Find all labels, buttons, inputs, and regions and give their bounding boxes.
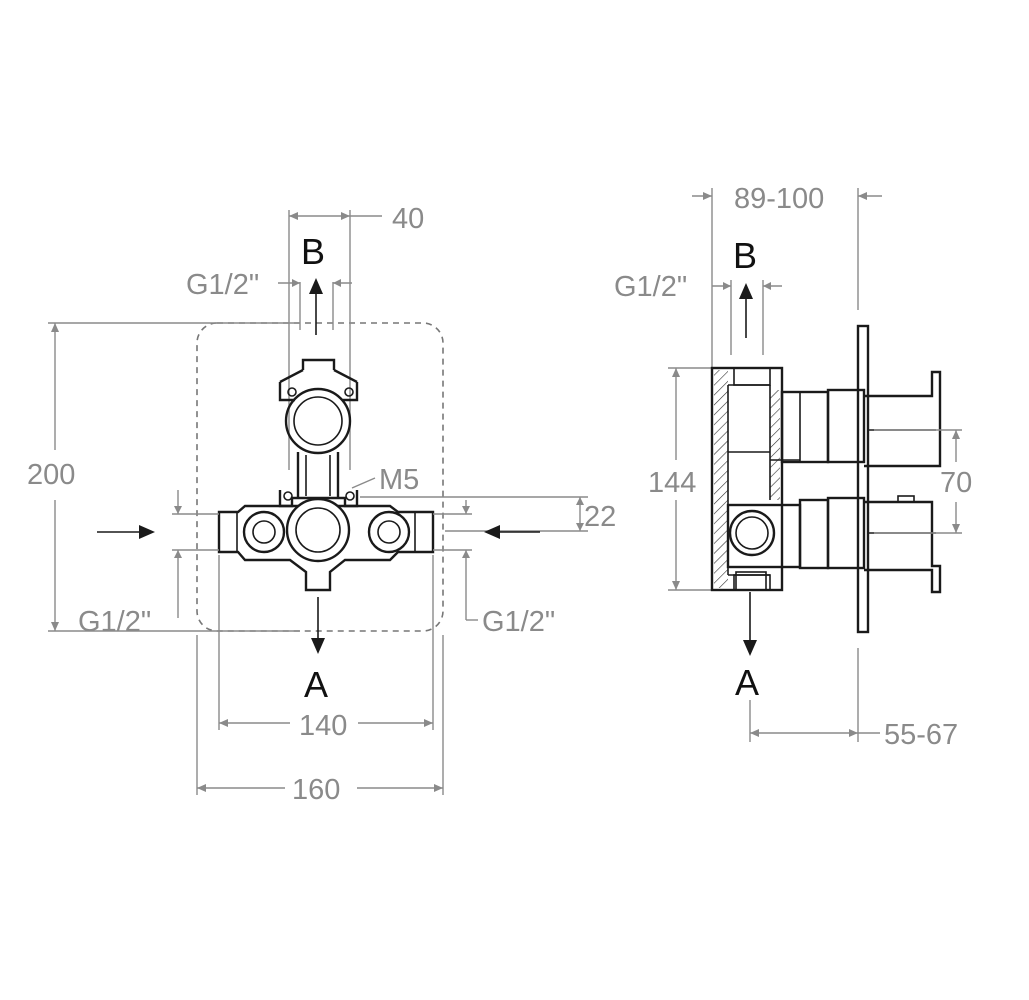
screw-callout: M5 — [351, 464, 419, 496]
valve-body — [217, 358, 435, 592]
dim-140-label: 140 — [299, 710, 347, 742]
arrow-down-icon — [311, 597, 325, 654]
central-cartridge — [285, 497, 351, 563]
dim-40-label: 40 — [392, 203, 424, 235]
dim-55-67-label: 55-67 — [884, 719, 958, 751]
flow-label-b: B — [301, 231, 325, 272]
front-view: 40 B G1/2" 200 — [27, 203, 616, 806]
arrow-up-icon — [309, 278, 323, 335]
arrow-up-icon — [739, 283, 753, 338]
dim-144-label: 144 — [648, 467, 696, 499]
thread-left-label: G1/2" — [78, 606, 151, 638]
dim-70-label: 70 — [940, 467, 972, 499]
arrow-down-icon — [743, 592, 757, 656]
thread-right-dim: G1/2" — [433, 500, 555, 638]
dim-outer-width: 160 — [196, 635, 444, 806]
arrow-right-icon — [97, 525, 155, 539]
dim-top-width: 40 — [288, 203, 424, 470]
dim-offset: 22 — [360, 496, 616, 533]
flow-label-b-side: B — [733, 235, 757, 276]
dim-height: 200 — [27, 322, 300, 632]
dim-depth-range: 89-100 — [692, 183, 882, 368]
mount-hole-icon — [283, 491, 293, 501]
inlet-right-port — [367, 510, 411, 554]
flow-label-a: A — [304, 664, 328, 705]
dim-projection-range: 55-67 — [749, 648, 958, 751]
inlet-left-port — [242, 510, 286, 554]
screw-m5-label: M5 — [379, 464, 419, 496]
dim-inner-width: 140 — [218, 555, 434, 742]
side-view: 89-100 B G1/2" 144 — [614, 183, 972, 751]
outlet-b-port — [284, 387, 352, 455]
arrow-left-icon — [484, 525, 540, 539]
valve-side-body — [710, 324, 942, 634]
dim-200-label: 200 — [27, 459, 75, 491]
mount-hole-icon — [345, 491, 355, 501]
cover-plate-outline — [196, 322, 444, 632]
thread-top-label: G1/2" — [186, 269, 259, 301]
dim-side-height: 144 — [648, 367, 712, 591]
dim-22-label: 22 — [584, 501, 616, 533]
cartridge-side-port — [728, 509, 776, 557]
thread-top-side-dim: G1/2" — [614, 271, 782, 355]
thread-right-label: G1/2" — [482, 606, 555, 638]
dim-handle-spacing: 70 — [874, 429, 972, 534]
thread-top-dim: G1/2" — [186, 269, 352, 330]
mount-hole-icon — [344, 387, 354, 397]
thread-left-dim: G1/2" — [78, 490, 219, 638]
mount-hole-icon — [287, 387, 297, 397]
dim-160-label: 160 — [292, 774, 340, 806]
flow-label-a-side: A — [735, 662, 759, 703]
dim-89-100-label: 89-100 — [734, 183, 824, 215]
thread-top-side-label: G1/2" — [614, 271, 687, 303]
